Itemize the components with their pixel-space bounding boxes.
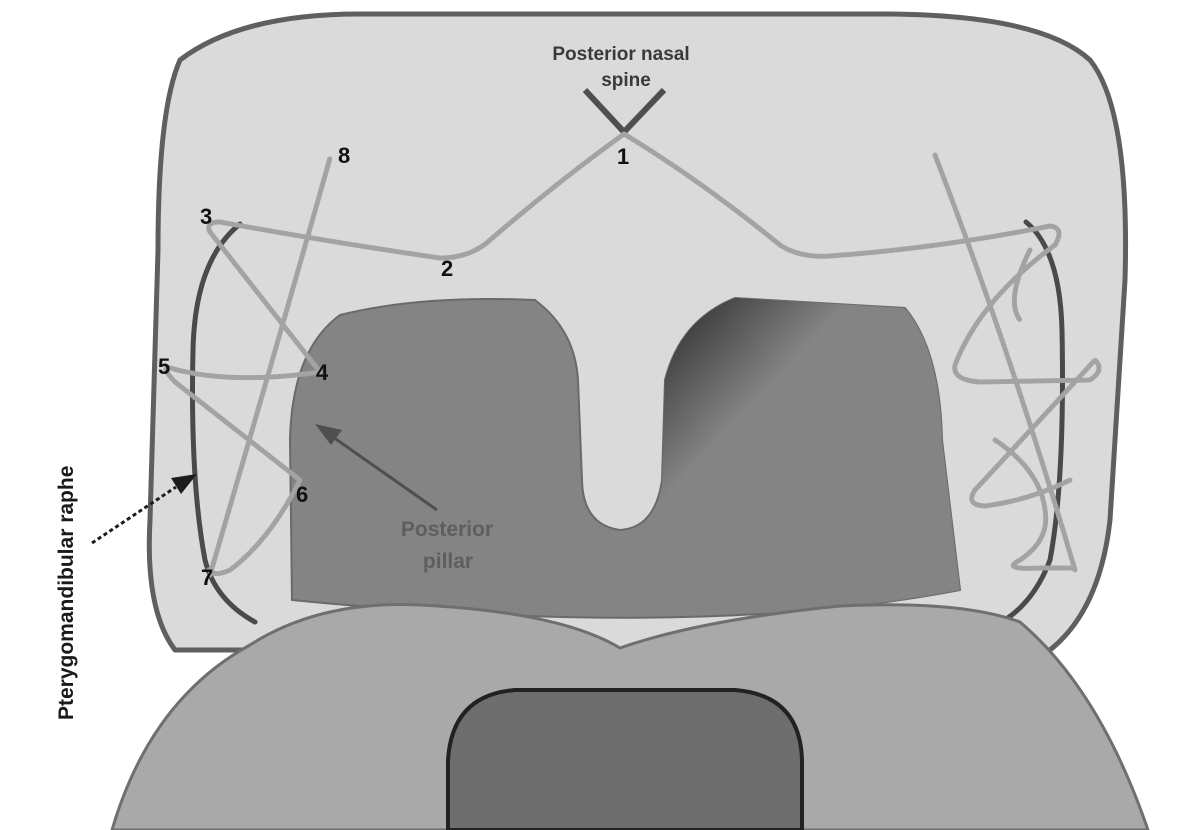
posterior-pillar-label-line2: pillar [423,550,473,573]
suture-point-5: 5 [158,354,170,379]
posterior-pillar-arrow [315,424,438,512]
suture-point-1: 1 [617,144,629,169]
posterior-nasal-spine-label-line2: spine [601,70,651,91]
inner-pocket [446,688,804,830]
suture-point-2: 2 [441,256,453,281]
suture-path [163,131,1102,578]
posterior-pillar-label: Posterior [401,518,493,541]
pterygomandibular-raphe-label: Pterygomandibular raphe [55,466,78,720]
left-pterygomandibular-raphe [190,221,258,625]
right-pterygomandibular-raphe [1002,219,1065,623]
tongue-lobe-right-shading [662,298,960,614]
posterior-nasal-spine-label: Posterior nasal [552,44,689,65]
suture-point-3: 3 [200,204,212,229]
pterygomandibular-raphe-arrow [91,474,197,545]
suture-point-4: 4 [316,360,329,385]
suture-point-6: 6 [296,482,308,507]
suture-point-7: 7 [201,565,213,590]
suture-point-8: 8 [338,143,350,168]
